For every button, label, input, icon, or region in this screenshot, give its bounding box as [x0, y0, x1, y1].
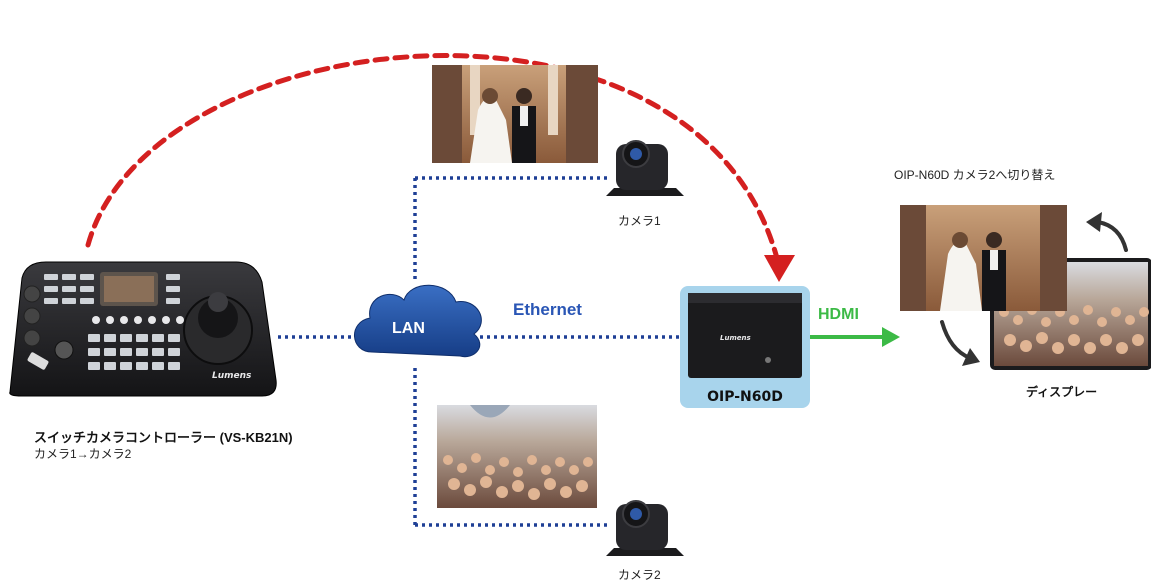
camera2-feed-image — [437, 405, 597, 508]
controller-logo: Lumens — [212, 371, 252, 381]
rotate-arrowhead-top — [1086, 212, 1102, 232]
decoder-label: OIP-N60D — [707, 389, 783, 405]
controller-subtitle: カメラ1→カメラ2 — [34, 447, 132, 461]
display-label: ディスプレー — [1026, 385, 1098, 399]
camera1-feed-image — [432, 65, 598, 163]
ptz-camera-icon — [606, 140, 684, 196]
display-overlay-image — [900, 205, 1067, 311]
decoder-logo: Lumens — [720, 334, 751, 342]
decoder-device: Lumens OIP-N60D — [680, 286, 810, 408]
lan-links — [278, 176, 682, 527]
controller-title: スイッチカメラコントローラー (VS-KB21N) — [34, 430, 293, 445]
control-arc — [85, 53, 781, 265]
hdmi-label: HDMI — [818, 306, 859, 323]
arrow-right-icon — [882, 327, 900, 347]
camera-controller: Lumens — [9, 261, 277, 397]
ethernet-label: Ethernet — [513, 300, 582, 319]
cloud-icon — [354, 284, 482, 358]
ptz-camera-icon — [606, 500, 684, 556]
control-arc-arrowhead — [764, 255, 795, 282]
camera2-label: カメラ2 — [618, 568, 661, 582]
hdmi-arrow — [810, 327, 900, 347]
camera1-label: カメラ1 — [618, 214, 661, 228]
lan-label: LAN — [392, 320, 425, 337]
switch-note: OIP-N60D カメラ2へ切り替え — [894, 168, 1056, 182]
rotate-arrowhead-bottom — [962, 348, 980, 366]
